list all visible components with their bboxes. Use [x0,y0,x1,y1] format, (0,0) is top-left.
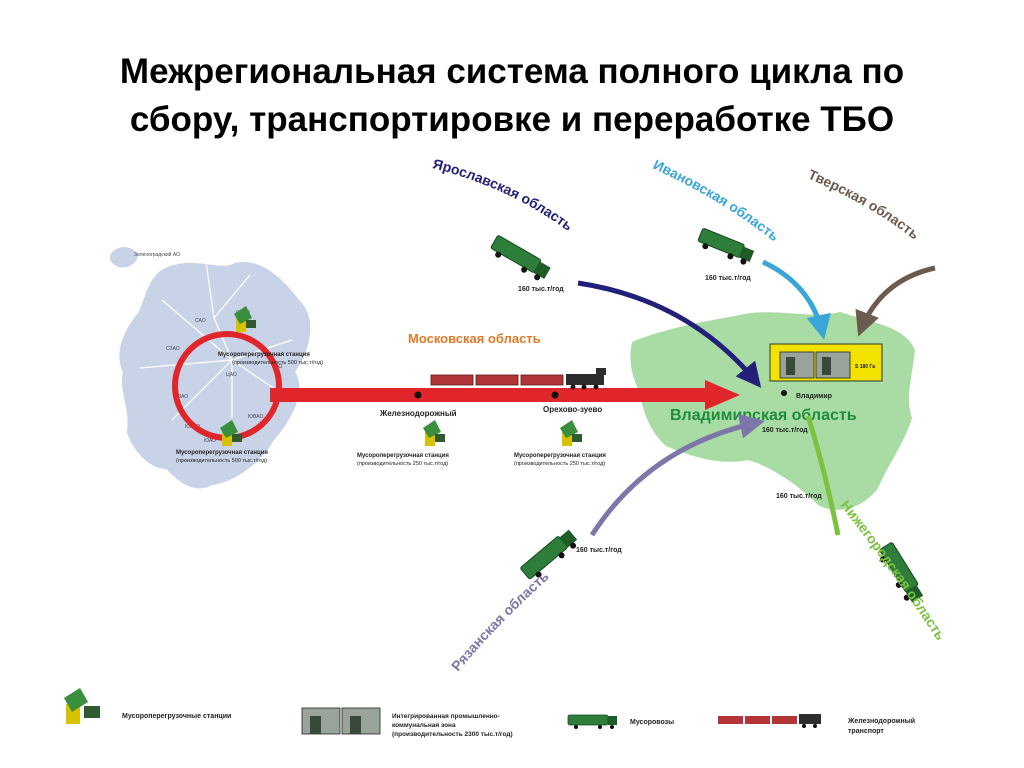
ryazan-flow-label: 160 тыс.т/год [576,547,622,554]
transfer-station-icon [220,420,242,446]
moscow-city-shape [117,260,312,490]
moscow-oblast-label: Московская область [408,331,541,346]
legend-train-icon [718,714,821,728]
legend-rail-line2: транспорт [848,728,884,735]
okrug-label: ЦАО [226,372,237,378]
station-dot [414,391,422,399]
title-line-1: Межрегиональная система полного цикла по [119,52,905,91]
page-title: Межрегиональная система полного цикла по… [0,48,1024,144]
vladimir-city-label: Владимир [796,393,832,400]
legend-station-icon [64,688,100,724]
station-south-capacity: (производительность 500 тыс.т/год) [176,458,267,464]
main-rail-arrow [270,380,740,410]
vladimir-flow-label: 160 тыс.т/год [762,427,808,434]
title-line-2: сбору, транспортировке и переработке ТБО [129,100,895,139]
okrug-label: САО [195,318,206,324]
zheleznodorozhny-label: Железнодорожный [379,409,457,418]
truck-icon [879,542,924,603]
vladimir-region-label: Владимирская область [670,407,857,424]
train-icon [430,368,606,390]
station-zheleznodorozhny-capacity: (производительность 250 тыс.т/год) [357,461,448,467]
industrial-zone: S 180 Га [769,343,883,382]
ryazan-arrow [589,413,765,537]
yaroslavl-flow-label: 160 тыс.т/год [518,286,564,293]
truck-icon [697,228,755,265]
zelenograd-shape [109,247,138,268]
tver-region-label: Тверская область [806,166,923,242]
station-orekhovo-capacity: (производительность 250 тыс.т/год) [514,461,605,467]
nizhny-flow-label: 160 тыс.т/год [776,493,822,500]
legend-stations-label: Мусороперегрузочные станции [122,713,231,720]
legend-zone-line3: (производительность 2300 тыс.т/год) [392,731,513,738]
legend-zone-icon [301,707,381,735]
truck-icon [520,529,578,580]
station-dot [551,391,559,399]
okrug-label: СЗАО [166,346,180,352]
transfer-station-icon [560,420,582,446]
transfer-station-icon [234,306,256,332]
legend-zone-line1: Интегрированная промышленно- [392,713,500,720]
yaroslavl-region-label: Ярославская область [431,155,576,234]
station-north-label: Мусороперегрузочная станция [218,352,310,358]
orekhovo-label: Орехово-зуево [543,405,602,414]
okrug-label: ЗАО [178,394,188,400]
vladimir-city-dot [781,390,787,396]
legend-truck-icon [567,714,617,729]
transfer-station-icon [423,420,445,446]
yaroslavl-arrow [577,280,762,388]
ivanovo-flow-label: 160 тыс.т/год [705,275,751,282]
legend-zone-line2: коммунальная зона [392,722,456,729]
nizhny-arrow [805,415,841,536]
ivanovo-region-label: Ивановская область [651,156,783,244]
tver-arrow [855,265,936,337]
okrug-label: ЮВАО [248,414,263,420]
station-orekhovo-label: Мусороперегрузочная станция [514,453,606,459]
zone-area-label: S 180 Га [855,364,875,370]
legend: Мусороперегрузочные станции Интегрирован… [64,688,915,738]
station-zheleznodorozhny-label: Мусороперегрузочная станция [357,453,449,459]
ryazan-region-label: Рязанская область [448,568,552,674]
station-south-label: Мусороперегрузочная станция [176,450,268,456]
ivanovo-arrow [761,259,831,340]
truck-icon [490,235,551,281]
zelenograd-label: Зеленоградский АО [134,251,180,258]
legend-trucks-label: Мусоровозы [630,719,674,726]
okrug-label: ЮАО [204,438,216,444]
legend-rail-line1: Железнодорожный [847,717,915,725]
nizhny-region-label: Нижегородская область [838,497,949,643]
station-north-capacity: (производительность 500 тыс.т/год) [232,360,323,366]
